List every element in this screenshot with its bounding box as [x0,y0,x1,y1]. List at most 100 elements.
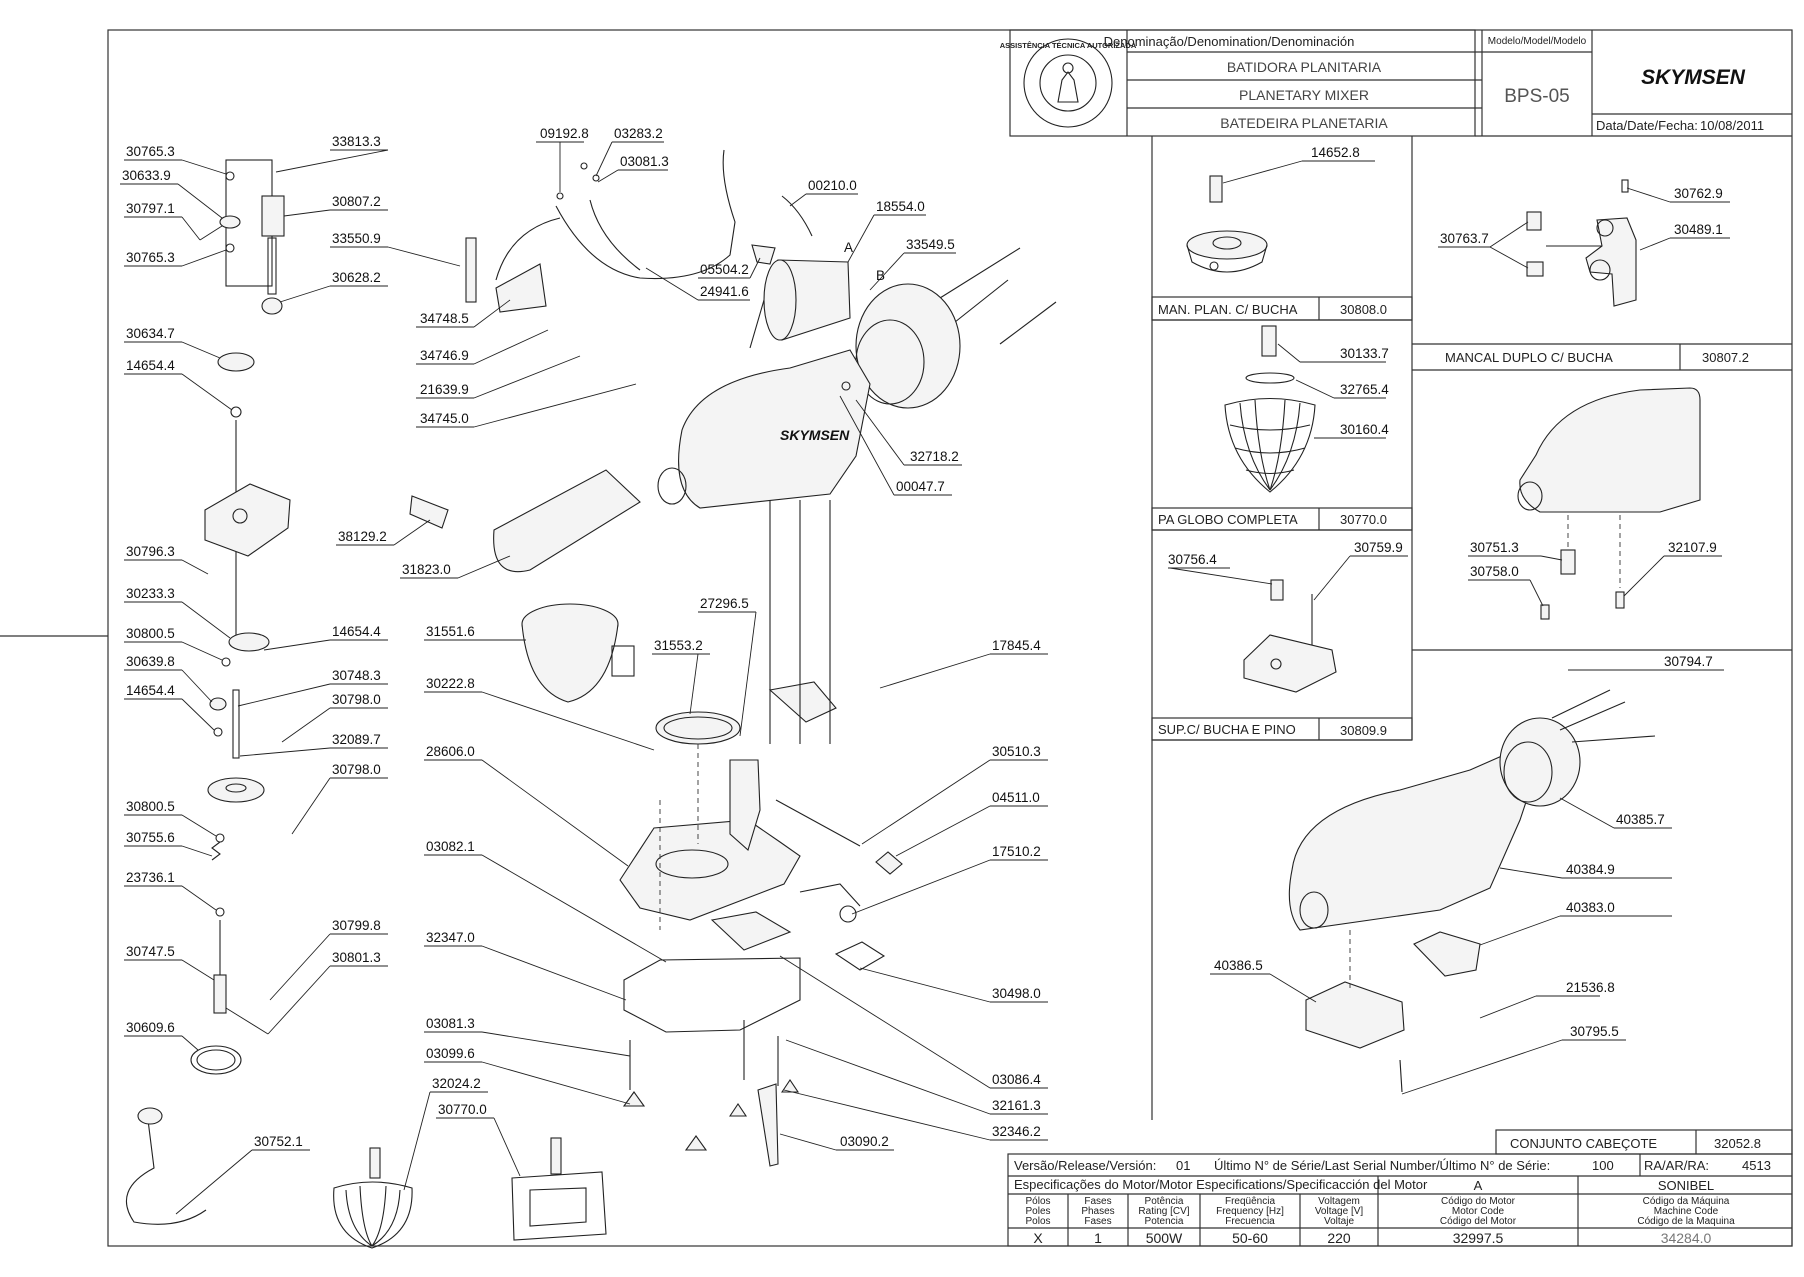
part-label: 00047.7 [896,479,945,494]
part-label: 31553.2 [654,638,703,653]
part-label: 21536.8 [1566,980,1615,995]
assembly-caption: CONJUNTO CABEÇOTE 32052.8 [1495,1129,1793,1155]
col-header: Voltaje [1324,1216,1354,1227]
part-label: 30752.1 [254,1134,303,1149]
assembly-code: 32052.8 [1714,1136,1761,1151]
part-label: 27296.5 [700,596,749,611]
version-label: Versão/Release/Versión: [1014,1158,1156,1173]
part-label: 30798.0 [332,762,381,777]
part-label: 21639.9 [420,382,469,397]
ra-label: RA/AR/RA: [1644,1158,1709,1173]
spec-value: 500W [1146,1230,1183,1246]
part-label: 30747.5 [126,944,175,959]
part-label: 30798.0 [332,692,381,707]
part-label: 30498.0 [992,986,1041,1001]
col-header: Poles [1025,1206,1050,1217]
brand-logo: SKYMSEN [1641,66,1746,89]
part-label: 03283.2 [614,126,663,141]
panel-caption-code: 30770.0 [1340,512,1387,527]
part-label: 30639.8 [126,654,175,669]
date-value: 10/08/2011 [1700,118,1764,133]
head-brand-mark: SKYMSEN [780,427,850,443]
part-label: 30807.2 [332,194,381,209]
part-label: 14654.4 [332,624,381,639]
spec-value: 1 [1094,1230,1102,1246]
col-header: Machine Code [1654,1206,1719,1217]
part-label: 40385.7 [1616,812,1665,827]
part-label: 30160.4 [1340,422,1389,437]
name-es: BATIDORA PLANITARIA [1227,59,1382,75]
part-label: 32024.2 [432,1076,481,1091]
part-label: 30634.7 [126,326,175,341]
part-label: 40383.0 [1566,900,1615,915]
part-label: 34745.0 [420,411,469,426]
part-label: 34746.9 [420,348,469,363]
panel-caption-name: MAN. PLAN. C/ BUCHA [1158,302,1298,317]
panel-head-pins: 30751.3 30758.0 32107.9 [1468,387,1722,620]
panel-double-bearing: 30762.9 30763.7 30489.1 MANCAL DUPLO C/ … [1438,179,1749,365]
part-label: 23736.1 [126,870,175,885]
part-label: 30794.7 [1664,654,1713,669]
part-label: 30756.4 [1168,552,1217,567]
motor-column: A [1474,1178,1483,1193]
part-label: 30762.9 [1674,186,1723,201]
serial-value: 100 [1592,1158,1614,1173]
version-value: 01 [1176,1158,1190,1173]
part-label: 32347.0 [426,930,475,945]
motor-spec-table: Versão/Release/Versión: 01 Último N° de … [1007,1153,1793,1247]
col-header: Rating [CV] [1138,1206,1189,1217]
part-label: 33550.9 [332,231,381,246]
part-label: 24941.6 [700,284,749,299]
part-label: 33549.5 [906,237,955,252]
col-header: Código de la Maquina [1637,1216,1735,1227]
col-header: Potencia [1145,1216,1184,1227]
part-label: 30633.9 [122,168,171,183]
part-label: 30796.3 [126,544,175,559]
part-label: 28606.0 [426,744,475,759]
panel-whisk: 30133.7 32765.4 30160.4 PA GLOBO COMPLET… [1158,325,1389,527]
part-label: 30758.0 [1470,564,1519,579]
part-label: 32161.3 [992,1098,1041,1113]
spec-value: 34284.0 [1661,1230,1712,1246]
part-label: 03082.1 [426,839,475,854]
part-label: 00210.0 [808,178,857,193]
part-label: 31823.0 [402,562,451,577]
part-label: 34748.5 [420,311,469,326]
part-label: 32765.4 [1340,382,1389,397]
part-label: 30751.3 [1470,540,1519,555]
col-header: Phases [1081,1206,1114,1217]
part-label: 30755.6 [126,830,175,845]
panel-caption-code: 30809.9 [1340,723,1387,738]
part-label: 30765.3 [126,250,175,265]
part-label: 32718.2 [910,449,959,464]
part-label: 38129.2 [338,529,387,544]
part-label: 30763.7 [1440,231,1489,246]
wire-tag: B [876,268,885,283]
ra-value: 4513 [1742,1158,1771,1173]
panel-caption-code: 30808.0 [1340,302,1387,317]
title-block: ASSISTÊNCIA TÉCNICA AUTORIZADA Denominaç… [1000,29,1792,137]
part-label: 09192.8 [540,126,589,141]
name-pt: BATEDEIRA PLANETARIA [1220,115,1388,131]
spec-label: Especificações do Motor/Motor Especifica… [1014,1177,1428,1192]
panel-head-assembly: 30794.7 40385.7 40384.9 40383.0 40386.5 … [1210,654,1724,1095]
model-code: BPS-05 [1504,86,1569,107]
col-header: Polos [1025,1216,1050,1227]
part-label: 30797.1 [126,201,175,216]
col-header: Voltage [V] [1315,1206,1364,1217]
center-label-group: 34748.5 34746.9 21639.9 34745.0 32718.2 … [175,299,1048,1215]
part-label: 30800.5 [126,626,175,641]
col-header: Fases [1084,1216,1111,1227]
part-label: 30801.3 [332,950,381,965]
center-exploded-view: SKYMSEN [125,149,1057,1249]
planetary-shaft-column [190,159,291,1075]
part-label: 03081.3 [620,154,669,169]
seal-text: ASSISTÊNCIA TÉCNICA AUTORIZADA [1000,41,1137,50]
col-header: Frecuencia [1225,1216,1275,1227]
part-label: 14654.4 [126,358,175,373]
serial-label: Último N° de Série/Last Serial Number/Úl… [1214,1158,1550,1173]
part-label: 40384.9 [1566,862,1615,877]
col-header: Voltagem [1318,1196,1360,1207]
model-header: Modelo/Model/Modelo [1488,36,1587,47]
